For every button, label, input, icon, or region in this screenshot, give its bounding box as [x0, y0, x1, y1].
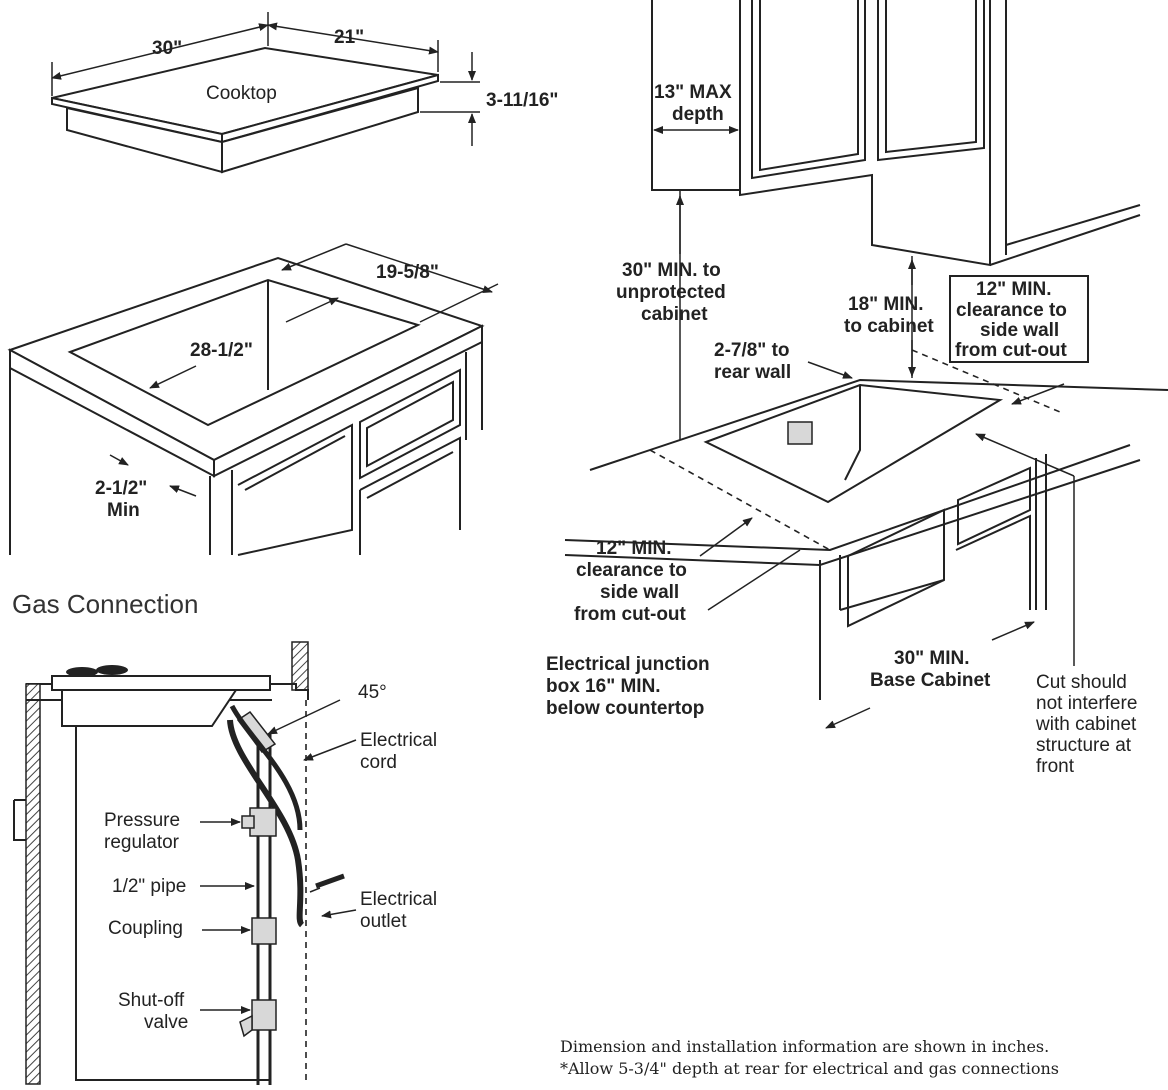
cut-note-label-5: front: [1036, 756, 1075, 777]
cut-note-label-1: Cut should: [1036, 672, 1127, 693]
cutout-width-label: 28-1/2": [190, 340, 253, 361]
max-depth-label-2: depth: [672, 104, 724, 125]
note-line-1: Dimension and installation information a…: [560, 1037, 1049, 1056]
cutout-front-min-unit: Min: [107, 500, 140, 521]
gas-connection-drawing: [13, 641, 357, 1085]
side-right-label-3: side wall: [980, 320, 1059, 341]
base-cabinet-label-2: Base Cabinet: [870, 670, 991, 691]
pipe-label: 1/2" pipe: [112, 876, 186, 897]
min18-label-1: 18" MIN.: [848, 294, 924, 315]
electrical-outlet-label-2: outlet: [360, 911, 407, 932]
cooktop-label: Cooktop: [206, 83, 277, 104]
side-left-label-2: clearance to: [576, 560, 687, 581]
cutout-counter-drawing: [7, 243, 499, 556]
junction-label-3: below countertop: [546, 698, 704, 719]
gas-connection-title: Gas Connection: [12, 589, 198, 619]
side-left-label-4: from cut-out: [574, 604, 687, 625]
min30-label-2: unprotected: [616, 282, 726, 303]
cooktop-drawing: [51, 12, 480, 174]
electrical-outlet-label-1: Electrical: [360, 889, 437, 910]
side-right-label-1: 12" MIN.: [976, 279, 1052, 300]
cooktop-depth-label: 21": [334, 27, 364, 48]
side-left-label-3: side wall: [600, 582, 679, 603]
electrical-cord-label-2: cord: [360, 752, 397, 773]
coupling-label: Coupling: [108, 918, 183, 939]
pressure-regulator-label-1: Pressure: [104, 810, 180, 831]
base-cabinet-label-1: 30" MIN.: [894, 648, 970, 669]
side-left-label-1: 12" MIN.: [596, 538, 672, 559]
electrical-cord-label-1: Electrical: [360, 730, 437, 751]
gas-angle-label: 45°: [358, 682, 387, 703]
rear-wall-label-1: 2-7/8" to: [714, 340, 790, 361]
cooktop-width-label: 30": [152, 38, 182, 59]
cut-note-label-4: structure at: [1036, 735, 1132, 756]
shutoff-valve-label-1: Shut-off: [118, 990, 185, 1011]
side-right-label-4: from cut-out: [955, 340, 1068, 361]
max-depth-label-1: 13" MAX: [654, 82, 732, 103]
min30-label-3: cabinet: [641, 304, 708, 325]
min30-label-1: 30" MIN. to: [622, 260, 721, 281]
side-right-label-2: clearance to: [956, 300, 1067, 321]
junction-label-2: box 16" MIN.: [546, 676, 661, 697]
installation-drawing: [564, 0, 1168, 729]
cooktop-height-label: 3-11/16": [486, 90, 558, 111]
note-line-2: *Allow 5-3/4" depth at rear for electric…: [560, 1059, 1059, 1078]
shutoff-valve-label-2: valve: [144, 1012, 188, 1033]
rear-wall-label-2: rear wall: [714, 362, 791, 383]
cut-note-label-3: with cabinet: [1035, 714, 1137, 735]
cutout-depth-label: 19-5/8": [376, 262, 439, 283]
junction-label-1: Electrical junction: [546, 654, 710, 675]
cutout-front-min-label: 2-1/2": [95, 478, 147, 499]
cut-note-label-2: not interfere: [1036, 693, 1137, 714]
min18-label-2: to cabinet: [844, 316, 934, 337]
pressure-regulator-label-2: regulator: [104, 832, 180, 853]
